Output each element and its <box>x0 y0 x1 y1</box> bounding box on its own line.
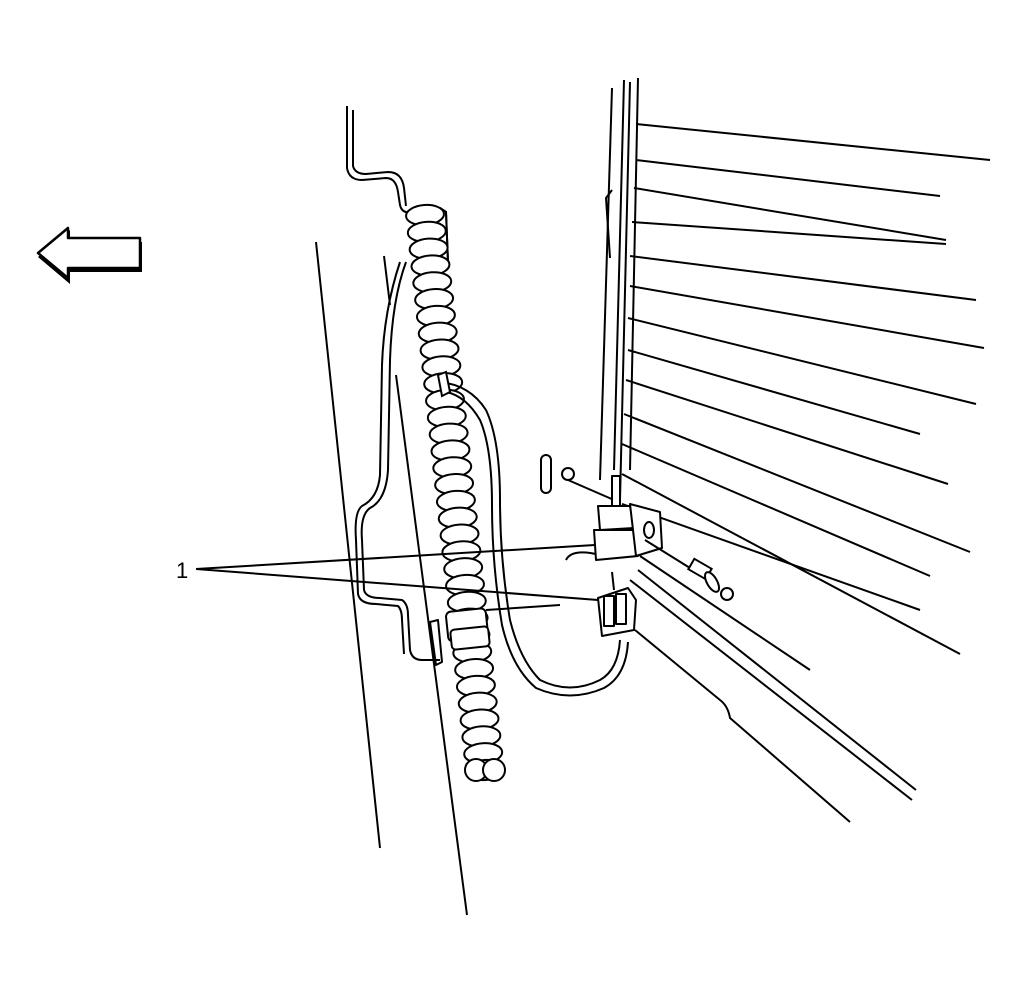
lower-panel-lines <box>629 555 917 823</box>
louver-line <box>629 285 985 349</box>
wire-branch <box>436 370 629 697</box>
conduit-clip <box>445 607 491 651</box>
louver-line <box>631 221 947 245</box>
louver-line <box>635 123 991 161</box>
lower-connector <box>597 571 637 637</box>
louver-line <box>623 413 971 553</box>
louver-line <box>621 503 921 611</box>
corrugated-conduit <box>405 203 506 782</box>
mounting-slot <box>540 454 615 501</box>
upper-connector <box>593 475 663 561</box>
right-panel-edges <box>599 77 639 501</box>
panel-louvers <box>621 123 991 655</box>
callout-1: 1 <box>176 544 599 601</box>
body-panel-lines <box>315 241 468 916</box>
louver-line <box>625 379 949 485</box>
louver-line <box>621 443 931 577</box>
louver-line <box>633 187 947 241</box>
louver-line <box>629 255 977 301</box>
louver-line <box>627 317 977 405</box>
conduit-end <box>482 758 506 782</box>
callout-label: 1 <box>176 558 188 583</box>
push-pin-fastener <box>644 539 734 601</box>
left-arrow-icon <box>36 226 142 284</box>
louver-line <box>627 349 921 435</box>
louver-line <box>635 159 941 197</box>
